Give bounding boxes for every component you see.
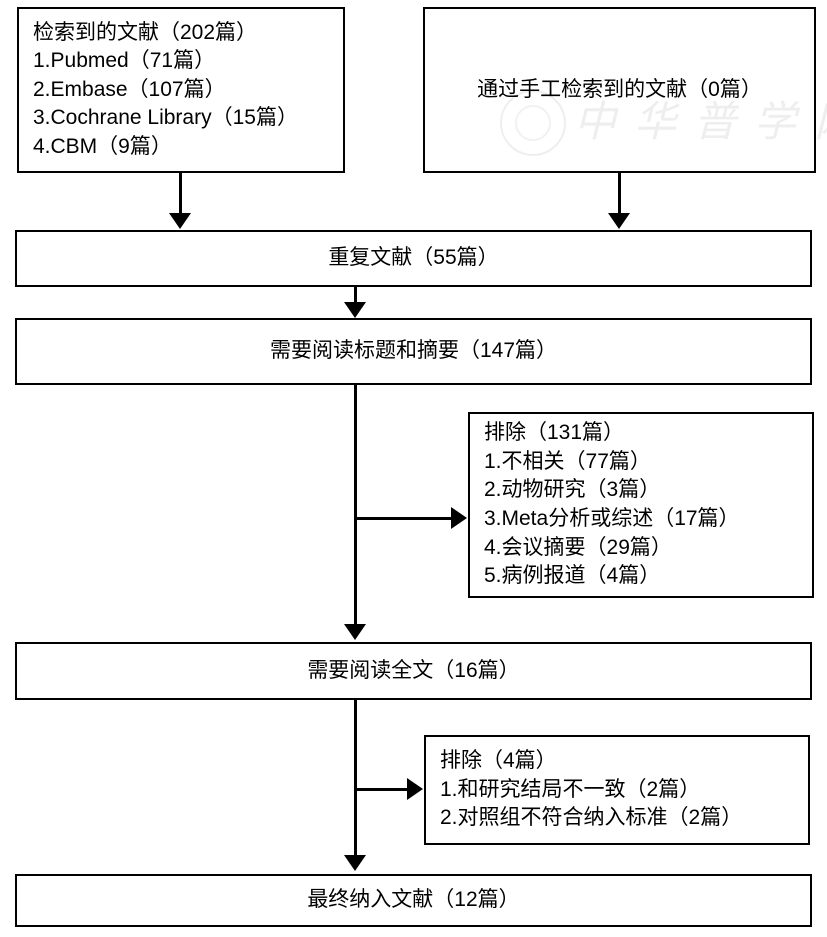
line-excluded-header: 排除（131篇） xyxy=(484,421,625,445)
line-excluded-reason-5: 5.病例报道（4篇） xyxy=(484,564,661,588)
line-excluded-reason-2: 2.动物研究（3篇） xyxy=(484,478,661,502)
line-title: 检索到的文献（202篇） xyxy=(33,20,258,44)
connector-fulltext-to-included xyxy=(354,700,357,858)
connector-screening-to-fulltext xyxy=(354,385,357,627)
node-duplicates: 重复文献（55篇） xyxy=(15,230,812,287)
arrowhead-screening-to-fulltext xyxy=(344,624,366,640)
line-source-3: 3.Cochrane Library（15篇） xyxy=(33,106,298,130)
node-fulltext-screening: 需要阅读全文（16篇） xyxy=(15,642,812,700)
node-excluded-fulltext: 排除（4篇） 1.和研究结局不一致（2篇） 2.对照组不符合纳入标准（2篇） xyxy=(424,735,810,845)
node-database-search: 检索到的文献（202篇） 1.Pubmed（71篇） 2.Embase（107篇… xyxy=(17,7,345,173)
node-excluded-abstract-text: 排除（131篇） 1.不相关（77篇） 2.动物研究（3篇） 3.Meta分析或… xyxy=(470,419,740,590)
node-excluded-abstract: 排除（131篇） 1.不相关（77篇） 2.动物研究（3篇） 3.Meta分析或… xyxy=(468,412,814,598)
line-excluded-ft-header: 排除（4篇） xyxy=(440,749,557,773)
arrowhead-manual-to-duplicates xyxy=(608,213,630,229)
node-database-search-text: 检索到的文献（202篇） 1.Pubmed（71篇） 2.Embase（107篇… xyxy=(19,19,298,162)
arrowhead-fulltext-to-included xyxy=(344,855,366,871)
node-fulltext-screening-text: 需要阅读全文（16篇） xyxy=(307,658,520,682)
connector-screening-to-excluded-abstract xyxy=(354,517,452,520)
connector-database-to-duplicates xyxy=(179,173,182,217)
arrowhead-duplicates-to-screening xyxy=(344,302,366,318)
connector-fulltext-to-excluded-fulltext xyxy=(354,788,408,791)
connector-manual-to-duplicates xyxy=(618,173,621,217)
arrowhead-database-to-duplicates xyxy=(169,213,191,229)
line-excluded-ft-reason-1: 1.和研究结局不一致（2篇） xyxy=(440,777,701,801)
line-source-4: 4.CBM（9篇） xyxy=(33,134,172,158)
line-excluded-ft-reason-2: 2.对照组不符合纳入标准（2篇） xyxy=(440,806,743,830)
connector-duplicates-to-screening xyxy=(354,287,357,307)
arrowhead-screening-to-excluded-abstract xyxy=(451,507,467,529)
node-included: 最终纳入文献（12篇） xyxy=(15,874,812,927)
node-duplicates-text: 重复文献（55篇） xyxy=(328,246,499,270)
line-excluded-reason-3: 3.Meta分析或综述（17篇） xyxy=(484,507,740,530)
node-manual-search: 通过手工检索到的文献（0篇） xyxy=(423,7,816,173)
line-source-1: 1.Pubmed（71篇） xyxy=(33,49,216,73)
line-excluded-reason-4: 4.会议摘要（29篇） xyxy=(484,535,672,559)
arrowhead-fulltext-to-excluded-fulltext xyxy=(407,778,423,800)
line-source-2: 2.Embase（107篇） xyxy=(33,77,226,101)
line-excluded-reason-1: 1.不相关（77篇） xyxy=(484,449,651,473)
node-manual-search-text: 通过手工检索到的文献（0篇） xyxy=(477,77,762,101)
node-title-abstract-screening: 需要阅读标题和摘要（147篇） xyxy=(15,318,812,385)
node-included-text: 最终纳入文献（12篇） xyxy=(307,888,520,912)
node-title-abstract-screening-text: 需要阅读标题和摘要（147篇） xyxy=(269,339,558,363)
node-excluded-fulltext-text: 排除（4篇） 1.和研究结局不一致（2篇） 2.对照组不符合纳入标准（2篇） xyxy=(426,747,742,833)
